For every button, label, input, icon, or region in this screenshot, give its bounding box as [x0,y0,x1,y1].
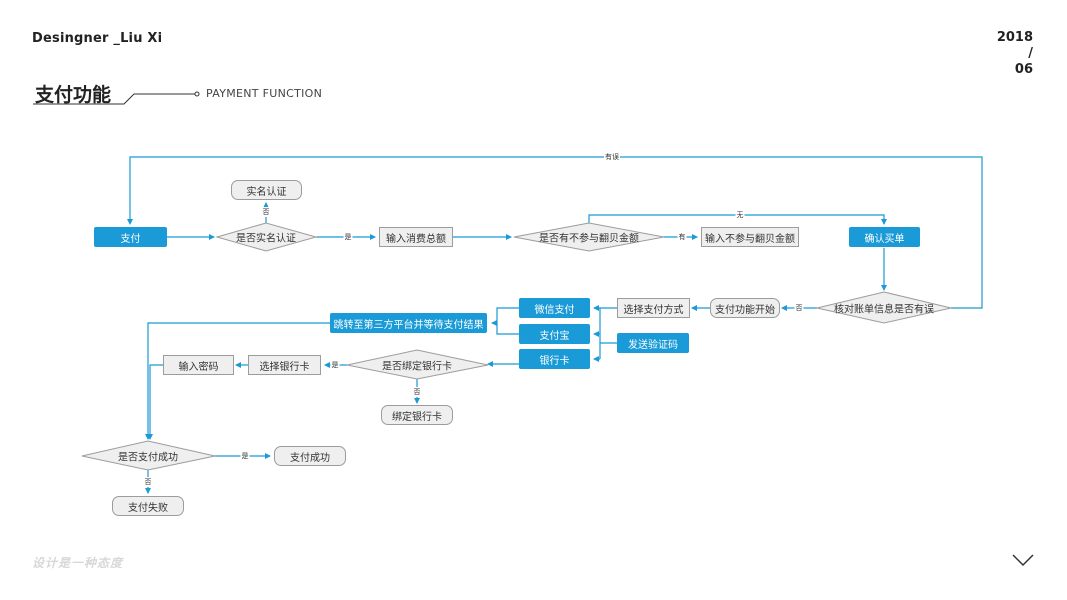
edge-label-yes-bound: 是 [330,360,340,370]
label-is-success: 是否支付成功 [118,452,178,464]
designer-name: Desingner _Liu Xi [32,31,163,46]
edge-label-yes-real-name: 是 [343,232,353,242]
node-real-name-auth: 实名认证 [231,180,302,200]
year: 2018 [996,30,1033,45]
edge-check-error [127,156,983,309]
edge-label-yes-success: 是 [240,451,250,461]
edge-label-none: 无 [735,210,745,220]
node-choose-method: 选择支付方式 [617,298,690,318]
node-bank-card: 银行卡 [519,349,590,369]
label-is-bound: 是否绑定银行卡 [382,361,452,373]
edge-wechat-jump [496,307,519,335]
node-alipay: 支付宝 [519,324,590,344]
edge-jump-success [145,322,330,440]
node-pay-start: 支付功能开始 [710,298,780,318]
diamond-has-excluded [513,222,665,252]
label-is-real-name: 是否实名认证 [236,233,296,245]
date-block: 2018 / 06 [997,30,1033,78]
node-pay-success: 支付成功 [274,446,346,466]
chevron-down-icon[interactable] [1012,552,1034,571]
node-send-code: 发送验证码 [617,333,689,353]
footer-slogan: 设计是一种态度 [32,556,124,570]
node-input-pwd: 输入密码 [163,355,234,375]
node-pay-fail: 支付失败 [112,496,184,516]
month: 06 [1014,62,1033,77]
node-choose-card: 选择银行卡 [248,355,321,375]
node-input-total: 输入消费总额 [379,227,453,247]
diamond-is-real-name [215,222,318,252]
label-check-account: 核对账单信息是否有误 [834,304,934,316]
edge-label-no-success: 否 [143,477,153,487]
edge-label-no-check: 否 [794,303,804,313]
diamond-check-account [816,291,952,324]
edge-pwd-success [147,364,163,440]
diamond-is-bound [346,349,489,380]
label-has-excluded: 是否有不参与翻贝金额 [539,233,639,245]
page-subtitle: PAYMENT FUNCTION [206,87,323,100]
edge-label-no-real-name: 否 [261,207,271,217]
edge-label-has: 有 [677,232,687,242]
node-wechat: 微信支付 [519,298,590,318]
diamond-is-success [81,440,216,471]
date-slash: / [1028,46,1033,61]
node-jump-third: 跳转至第三方平台并等待支付结果 [330,313,487,333]
node-bind-card: 绑定银行卡 [381,405,453,425]
title-underline [33,91,200,105]
edge-label-has-error: 有误 [604,152,620,162]
node-input-excluded: 输入不参与翻贝金额 [701,227,799,247]
node-confirm-bill: 确认买单 [849,227,920,247]
edge-label-no-bound: 否 [412,387,422,397]
page-title: 支付功能 [35,84,112,106]
node-pay: 支付 [94,227,167,247]
